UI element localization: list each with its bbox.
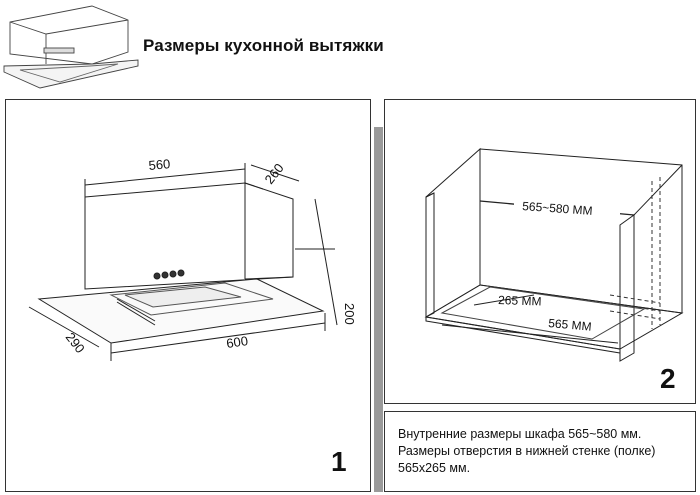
note-line-3: 565х265 мм. — [398, 461, 471, 475]
opening-width-label: 565 ММ — [548, 316, 592, 334]
note-line-2: Размеры отверстия в нижней стенке (полке… — [398, 444, 656, 458]
separator-bar — [374, 127, 383, 492]
cabinet-dimension-drawing: 565~580 ММ 265 ММ 565 ММ — [424, 147, 684, 362]
dim-200-label: 200 — [342, 303, 357, 325]
inner-width-label: 565~580 ММ — [522, 199, 593, 218]
dim-290-label: 290 — [63, 330, 88, 356]
cabinet-right-side — [619, 214, 635, 362]
note-line-1: Внутренние размеры шкафа 565~580 мм. — [398, 427, 642, 441]
hood-thumbnail — [3, 5, 139, 89]
hood-body — [84, 182, 294, 290]
opening-depth-label: 265 ММ — [498, 293, 542, 309]
figure-number-2: 2 — [660, 363, 676, 394]
figure-number-1: 1 — [331, 446, 347, 477]
page-title: Размеры кухонной вытяжки — [143, 36, 384, 55]
dim-560-label: 560 — [148, 156, 171, 173]
dim-600-label: 600 — [225, 333, 249, 351]
hood-dimension-drawing: 560 260 200 600 290 — [28, 156, 357, 361]
note-text: Внутренние размеры шкафа 565~580 мм. Раз… — [398, 426, 693, 477]
dim-260-label: 260 — [262, 161, 287, 187]
note-panel — [384, 411, 696, 492]
